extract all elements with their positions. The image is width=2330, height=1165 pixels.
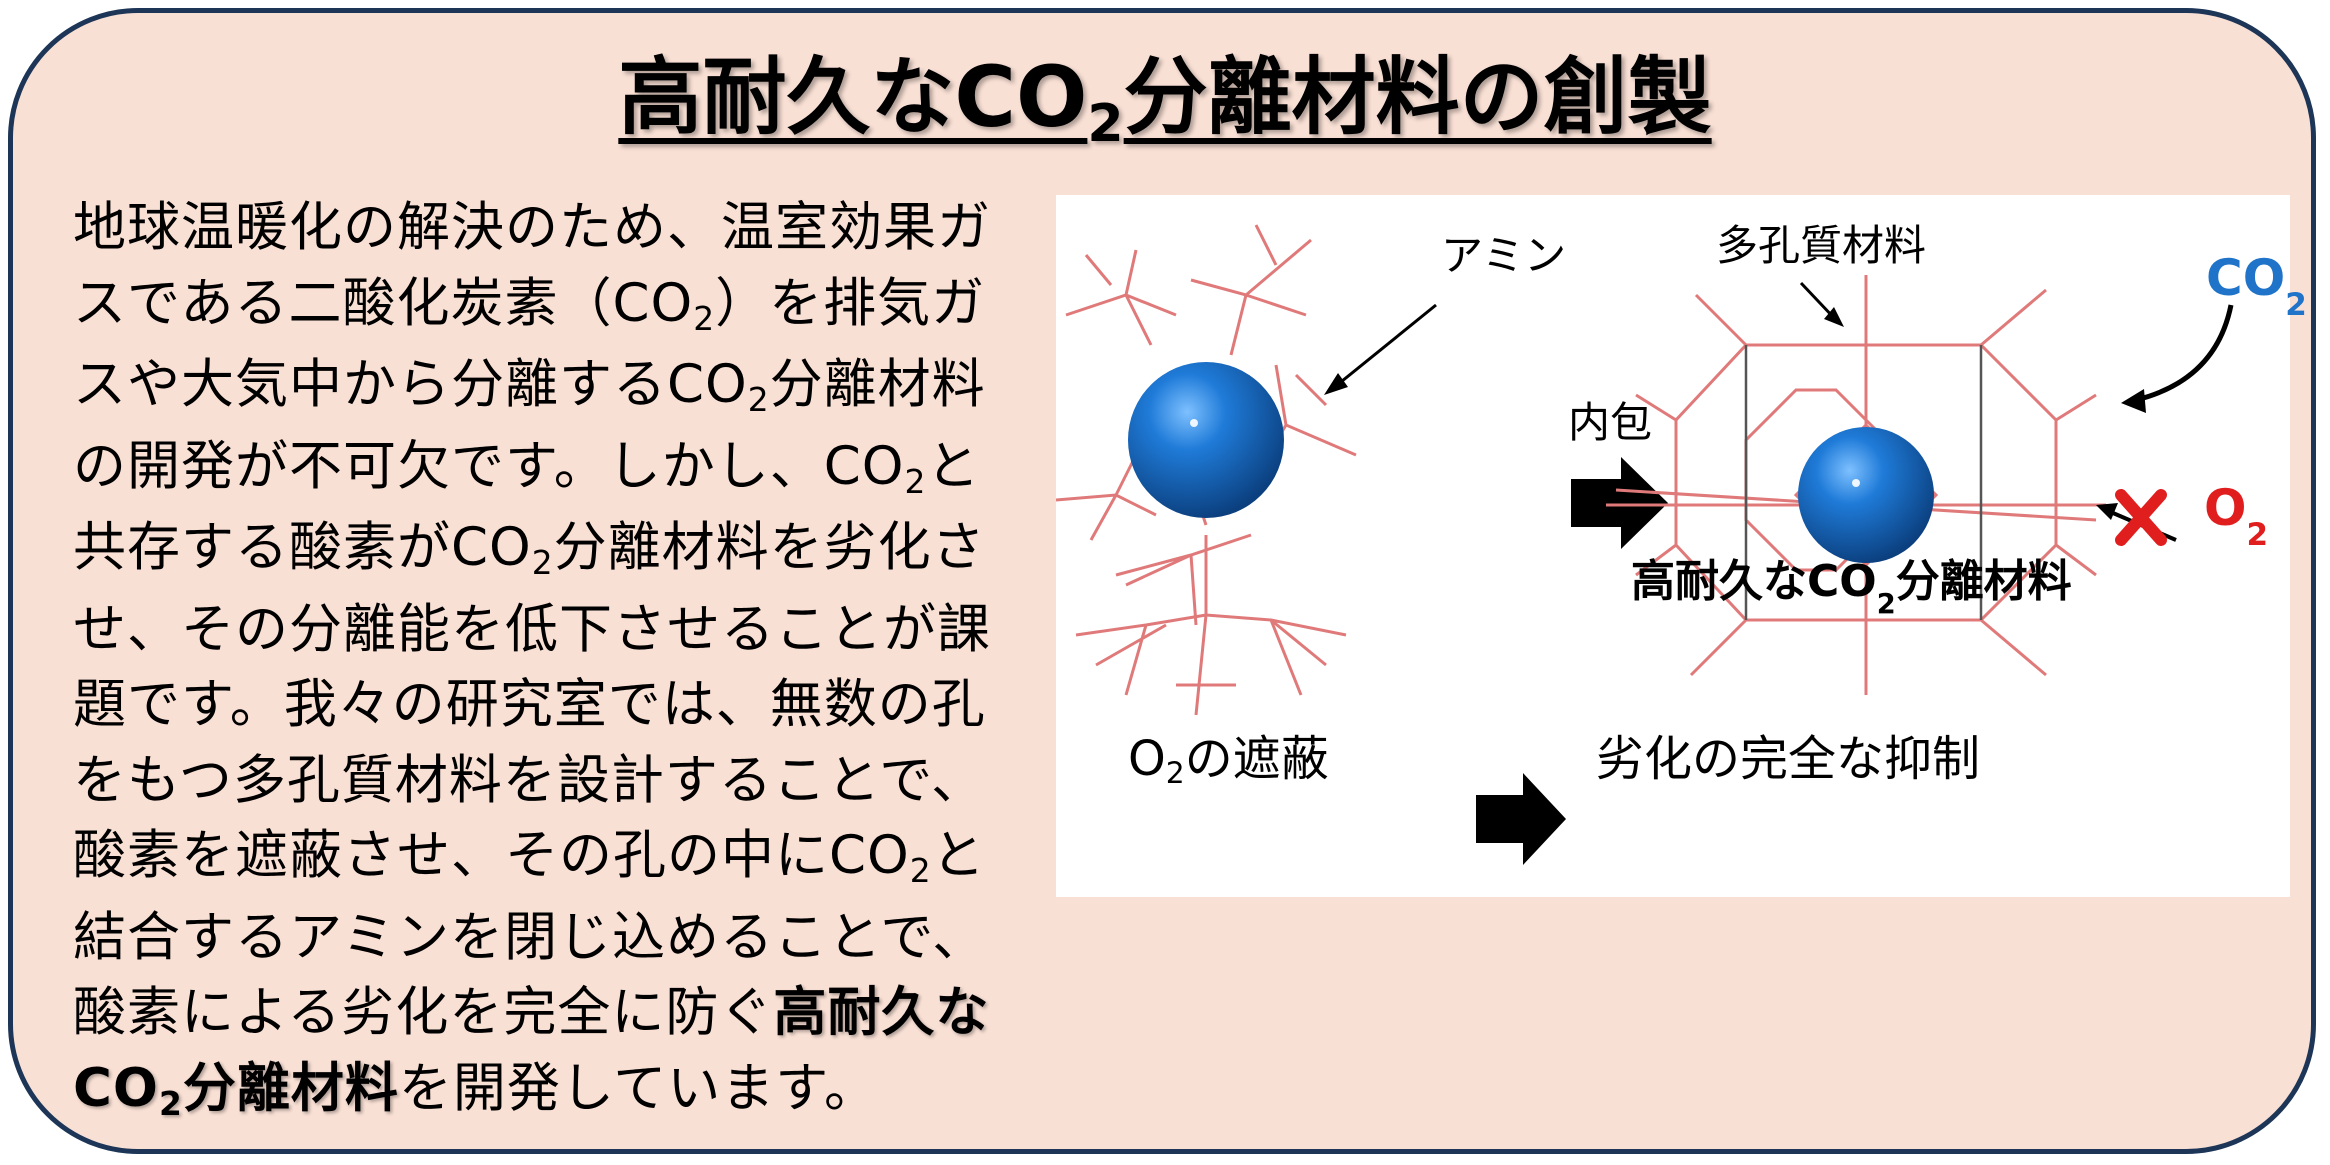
body-line: 結合するアミンを閉じ込めることで、: [73, 906, 987, 968]
diagram-panel: アミン 内包 多孔質材料 CO2 O2 高耐久なCO2分離材料 O2の遮蔽 劣化…: [1055, 195, 2307, 897]
body-line: をもつ多孔質材料を設計することで、: [73, 749, 986, 811]
o2-label: O2: [2204, 479, 2269, 553]
encapsulated-amine-sphere: [1798, 427, 1934, 563]
amine-label: アミン: [1441, 231, 1567, 280]
page-title: 高耐久なCO2分離材料の創製: [618, 48, 1712, 154]
diagram-svg: [1055, 224, 2234, 865]
amine-sphere: [1128, 362, 1284, 518]
degradation-suppression-label: 劣化の完全な抑制: [1596, 731, 1981, 787]
body-line: 酸素を遮蔽させ、その孔の中にCO2と: [73, 825, 986, 891]
body-line: スや大気中から分離するCO2分離材料: [73, 354, 986, 420]
body-line: 酸素による劣化を完全に防ぐ高耐久な: [73, 982, 990, 1043]
body-line: 地球温暖化の解決のため、温室効果ガ: [73, 197, 991, 258]
material-caption: 高耐久なCO2分離材料: [1631, 556, 2072, 621]
body-line: CO2分離材料を開発しています。: [73, 1057, 878, 1123]
porous-pointer-arrow: [1799, 281, 1844, 327]
result-arrow: [1476, 773, 1566, 865]
block-cross-icon: [2115, 489, 2167, 546]
encapsulation-label: 内包: [1568, 398, 1653, 447]
body-line: 共存する酸素がCO2分離材料を劣化さ: [73, 517, 986, 583]
body-line: スである二酸化炭素（CO2）を排気ガ: [73, 272, 986, 338]
body-line: の開発が不可欠です。しかし、CO2と: [73, 435, 981, 501]
co2-entry-arrow: [2121, 304, 2234, 413]
body-line: 題です。我々の研究室では、無数の孔: [73, 674, 986, 735]
description-text: 地球温暖化の解決のため、温室効果ガ スである二酸化炭素（CO2）を排気ガ スや大…: [73, 190, 1043, 1132]
co2-label: CO2: [2206, 249, 2307, 323]
encapsulation-arrow: [1571, 457, 1668, 549]
amine-pointer-arrow: [1324, 303, 1437, 395]
oxygen-shielding-label: O2の遮蔽: [1128, 731, 1329, 792]
body-line: せ、その分離能を低下させることが課: [73, 598, 991, 660]
porous-material-label: 多孔質材料: [1716, 221, 1927, 270]
